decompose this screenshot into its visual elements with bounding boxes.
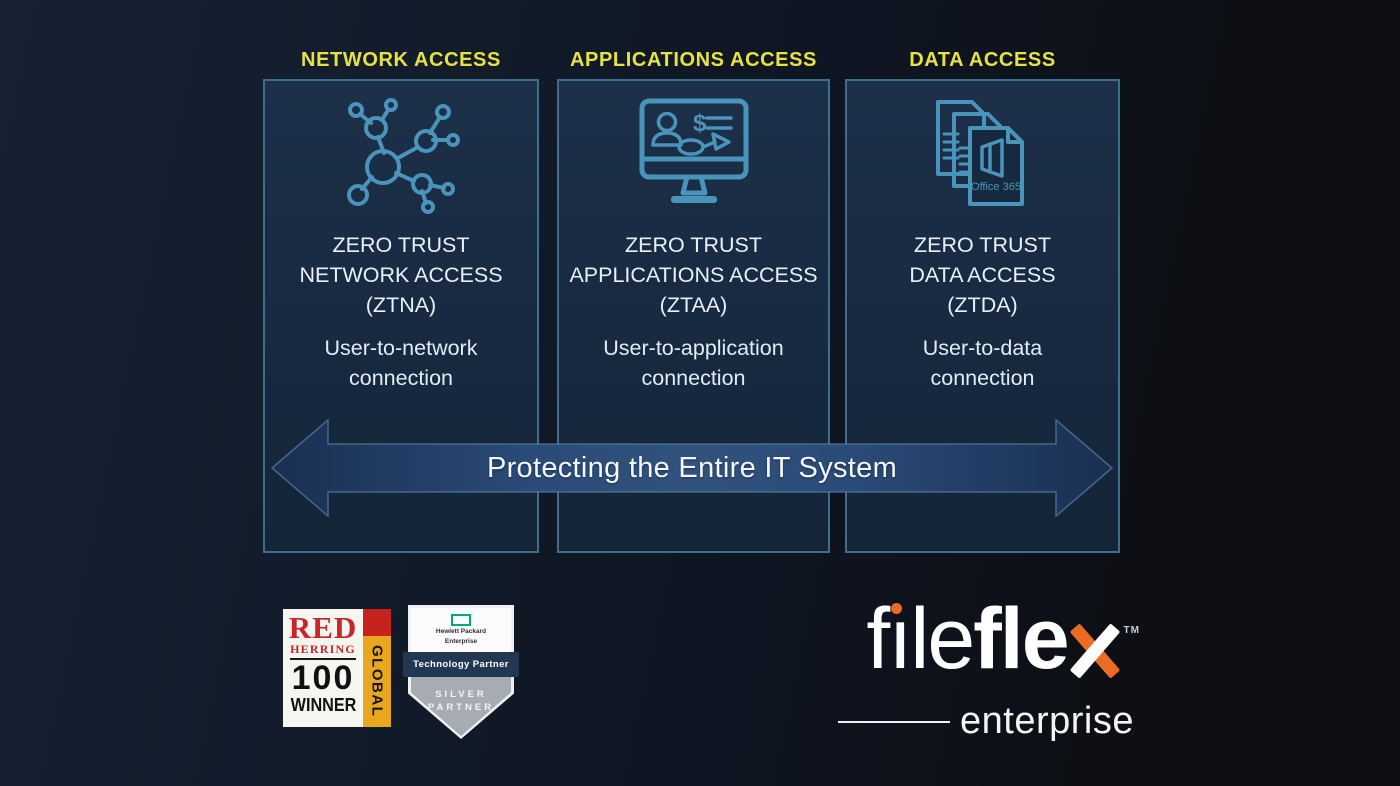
subtitle-line: connection bbox=[349, 366, 453, 390]
hpe-tier-section: SILVER PARTNER bbox=[411, 652, 511, 736]
hpe-partner-badge: Hewlett Packard Enterprise SILVER PARTNE… bbox=[403, 605, 519, 739]
red-herring-side-strip: GLOBAL bbox=[363, 609, 391, 727]
red-herring-strip-red-block bbox=[363, 609, 391, 636]
network-nodes-icon bbox=[326, 94, 476, 216]
subtitle-line: connection bbox=[641, 366, 746, 390]
fileflex-wordmark: f ı le fle TM bbox=[826, 596, 1158, 684]
title-line: ZERO TRUST bbox=[914, 233, 1051, 257]
logo-x bbox=[1069, 623, 1120, 679]
subtitle-line: User-to-application bbox=[603, 336, 784, 360]
hpe-brand-line1: Hewlett Packard bbox=[435, 628, 487, 635]
column-header-network: NETWORK ACCESS bbox=[301, 48, 501, 71]
panel-subtitle-ztda: User-to-data connection bbox=[923, 333, 1043, 393]
panel-subtitle-ztna: User-to-network connection bbox=[325, 333, 478, 393]
office365-documents-icon: Office 365 bbox=[908, 94, 1058, 216]
hpe-tier-line2: PARTNER bbox=[427, 702, 495, 713]
panel-subtitle-ztaa: User-to-application connection bbox=[603, 333, 783, 393]
logo-seg-i: ı bbox=[888, 596, 912, 682]
hpe-brand-line2: Enterprise bbox=[444, 637, 478, 645]
title-line: (ZTAA) bbox=[659, 293, 728, 317]
arrow-label: Protecting the Entire IT System bbox=[486, 451, 898, 484]
title-line: ZERO TRUST bbox=[625, 233, 762, 257]
protect-arrow bbox=[270, 418, 1114, 518]
title-line: NETWORK ACCESS bbox=[299, 263, 503, 287]
title-line: ZERO TRUST bbox=[332, 233, 470, 257]
title-line: (ZTNA) bbox=[365, 293, 437, 317]
logo-dotless-i: ı bbox=[888, 591, 912, 687]
column-header-data: DATA ACCESS bbox=[909, 48, 1056, 71]
red-herring-word-herring: HERRING bbox=[290, 643, 356, 660]
trademark-symbol: TM bbox=[1123, 625, 1140, 636]
logo-seg-fle: fle bbox=[973, 591, 1069, 687]
logo-rule-line bbox=[838, 720, 951, 723]
red-herring-badge: RED HERRING 100 WINNER GLOBAL bbox=[283, 609, 391, 727]
red-herring-number-100: 100 bbox=[291, 659, 355, 697]
hpe-logo-icon bbox=[451, 614, 471, 626]
red-herring-badge-body: RED HERRING 100 WINNER bbox=[283, 609, 363, 727]
hpe-ribbon: Technology Partner bbox=[403, 652, 519, 677]
title-line: APPLICATIONS ACCESS bbox=[569, 263, 818, 287]
application-monitor-icon: $ bbox=[619, 94, 769, 216]
dollar-glyph: $ bbox=[693, 110, 707, 137]
subtitle-line: connection bbox=[930, 366, 1035, 390]
subtitle-line: User-to-network bbox=[324, 336, 478, 360]
title-line: (ZTDA) bbox=[947, 293, 1018, 317]
subtitle-line: User-to-data bbox=[922, 336, 1043, 360]
column-header-applications: APPLICATIONS ACCESS bbox=[570, 48, 817, 71]
fileflex-subbrand-row: enterprise bbox=[826, 700, 1158, 743]
hpe-shield-top: Hewlett Packard Enterprise bbox=[411, 608, 511, 652]
logo-i-dot bbox=[891, 603, 903, 614]
title-line: DATA ACCESS bbox=[909, 263, 1056, 287]
logo-enterprise-label: enterprise bbox=[960, 700, 1134, 742]
office365-caption: Office 365 bbox=[971, 181, 1021, 193]
panel-title-ztna: ZERO TRUST NETWORK ACCESS (ZTNA) bbox=[299, 230, 502, 320]
hpe-tier-line1: SILVER bbox=[435, 689, 487, 700]
logo-seg-le: le bbox=[910, 591, 975, 687]
red-herring-word-winner: WINNER bbox=[290, 695, 356, 715]
red-herring-strip-gold: GLOBAL bbox=[363, 636, 391, 727]
panel-title-ztda: ZERO TRUST DATA ACCESS (ZTDA) bbox=[909, 230, 1055, 320]
fileflex-logo: f ı le fle TM enterprise bbox=[826, 596, 1158, 746]
red-herring-word-red: RED bbox=[288, 610, 358, 645]
panel-title-ztaa: ZERO TRUST APPLICATIONS ACCESS (ZTAA) bbox=[569, 230, 817, 320]
logo-seg-f: f bbox=[866, 591, 890, 687]
red-herring-global-label: GLOBAL bbox=[368, 645, 386, 718]
